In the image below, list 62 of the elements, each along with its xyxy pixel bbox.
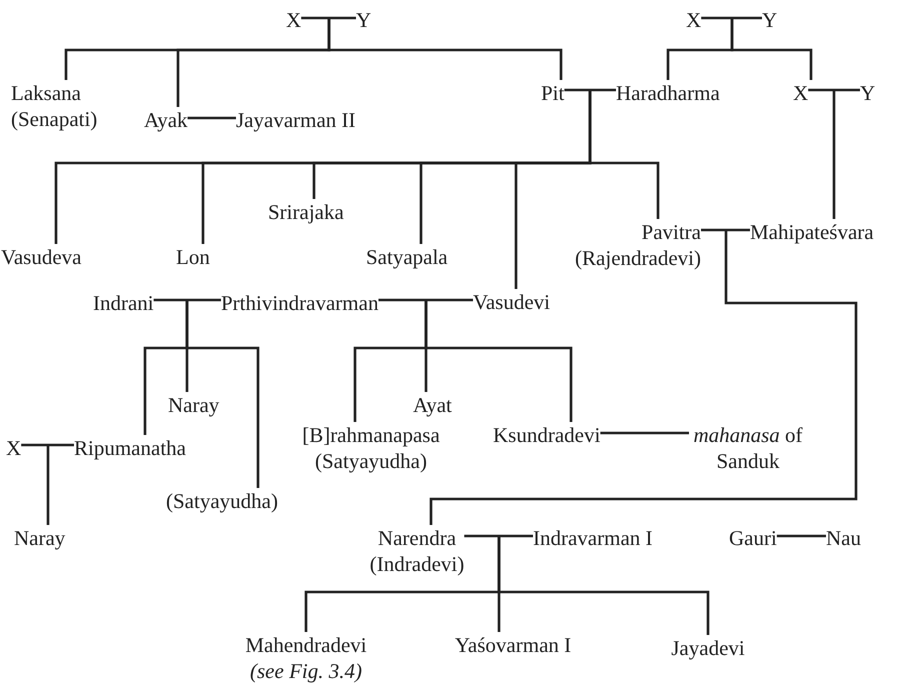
marriage-line: [776, 534, 826, 538]
person-name: Yaśovarman I: [454, 632, 572, 658]
marriage-line: [301, 16, 356, 20]
person-name: Vasudevi: [473, 289, 550, 315]
marriage-line: [808, 88, 860, 92]
person-name: Ayat: [413, 392, 452, 418]
marriage-line: [378, 298, 473, 302]
person-name: Vasudeva: [1, 244, 82, 270]
person-name: Mahipateśvara: [750, 219, 874, 245]
alternate-name: (Senapati): [11, 106, 98, 132]
descent-line: [430, 230, 858, 525]
person-name: Indravarman I: [533, 525, 653, 551]
person-name: Naray: [168, 392, 220, 418]
person-name: Indrani: [93, 290, 154, 316]
marriage-line: [21, 444, 74, 446]
person-name: Prthivindravarman: [221, 290, 378, 316]
alternate-name: (Satyayudha): [315, 448, 427, 474]
cross-reference-note: (see Fig. 3.4): [250, 658, 362, 684]
person-name: X: [286, 7, 302, 33]
person-name: (Satyayudha): [166, 488, 278, 514]
person-name: Jayadevi: [671, 635, 745, 661]
marriage-line: [154, 298, 221, 302]
marriage-line: [600, 432, 689, 434]
person-name: X: [793, 80, 808, 106]
person-name: X: [686, 7, 702, 33]
person-name: Ksundradevi: [493, 422, 600, 448]
person-name: Lon: [176, 244, 210, 270]
person-name: Pit: [541, 80, 564, 106]
person-name: [B]rahmanapasa: [302, 422, 440, 448]
person-name: Narendra: [378, 525, 456, 551]
person-name: Ripumanatha: [74, 435, 186, 461]
descent-line: [328, 18, 562, 80]
descent-line: [498, 536, 710, 635]
alternate-name: (Rajendradevi): [575, 245, 701, 271]
person-name: Y: [762, 7, 778, 33]
marriage-line: [464, 534, 533, 538]
descent-line: [46, 445, 50, 525]
person-name: Y: [356, 7, 372, 33]
person-name: mahanasa of Sanduk: [692, 422, 804, 474]
person-name: Satyapala: [366, 244, 448, 270]
person-name: Ayak: [144, 107, 188, 133]
descent-line: [832, 90, 836, 219]
person-name: Naray: [14, 525, 66, 551]
marriage-line: [701, 16, 762, 20]
person-name: Nau: [826, 525, 861, 551]
descent-line: [424, 300, 572, 422]
person-name: X: [6, 435, 22, 461]
descent-line: [588, 90, 660, 219]
marriage-line: [188, 116, 236, 120]
person-name: Jayavarman II: [236, 107, 356, 133]
person-name: Haradharma: [616, 80, 720, 106]
person-name: Gauri: [729, 525, 777, 551]
descent-line: [186, 300, 260, 488]
marriage-line: [564, 88, 616, 92]
descent-line: [730, 18, 812, 80]
person-name: Pavitra: [642, 219, 701, 245]
person-name: Laksana: [11, 80, 81, 106]
person-name: Mahendradevi: [245, 632, 367, 658]
person-name: Srirajaka: [268, 199, 344, 225]
alternate-name: (Indradevi): [370, 551, 464, 577]
marriage-line: [701, 228, 750, 232]
person-name: Y: [860, 80, 876, 106]
